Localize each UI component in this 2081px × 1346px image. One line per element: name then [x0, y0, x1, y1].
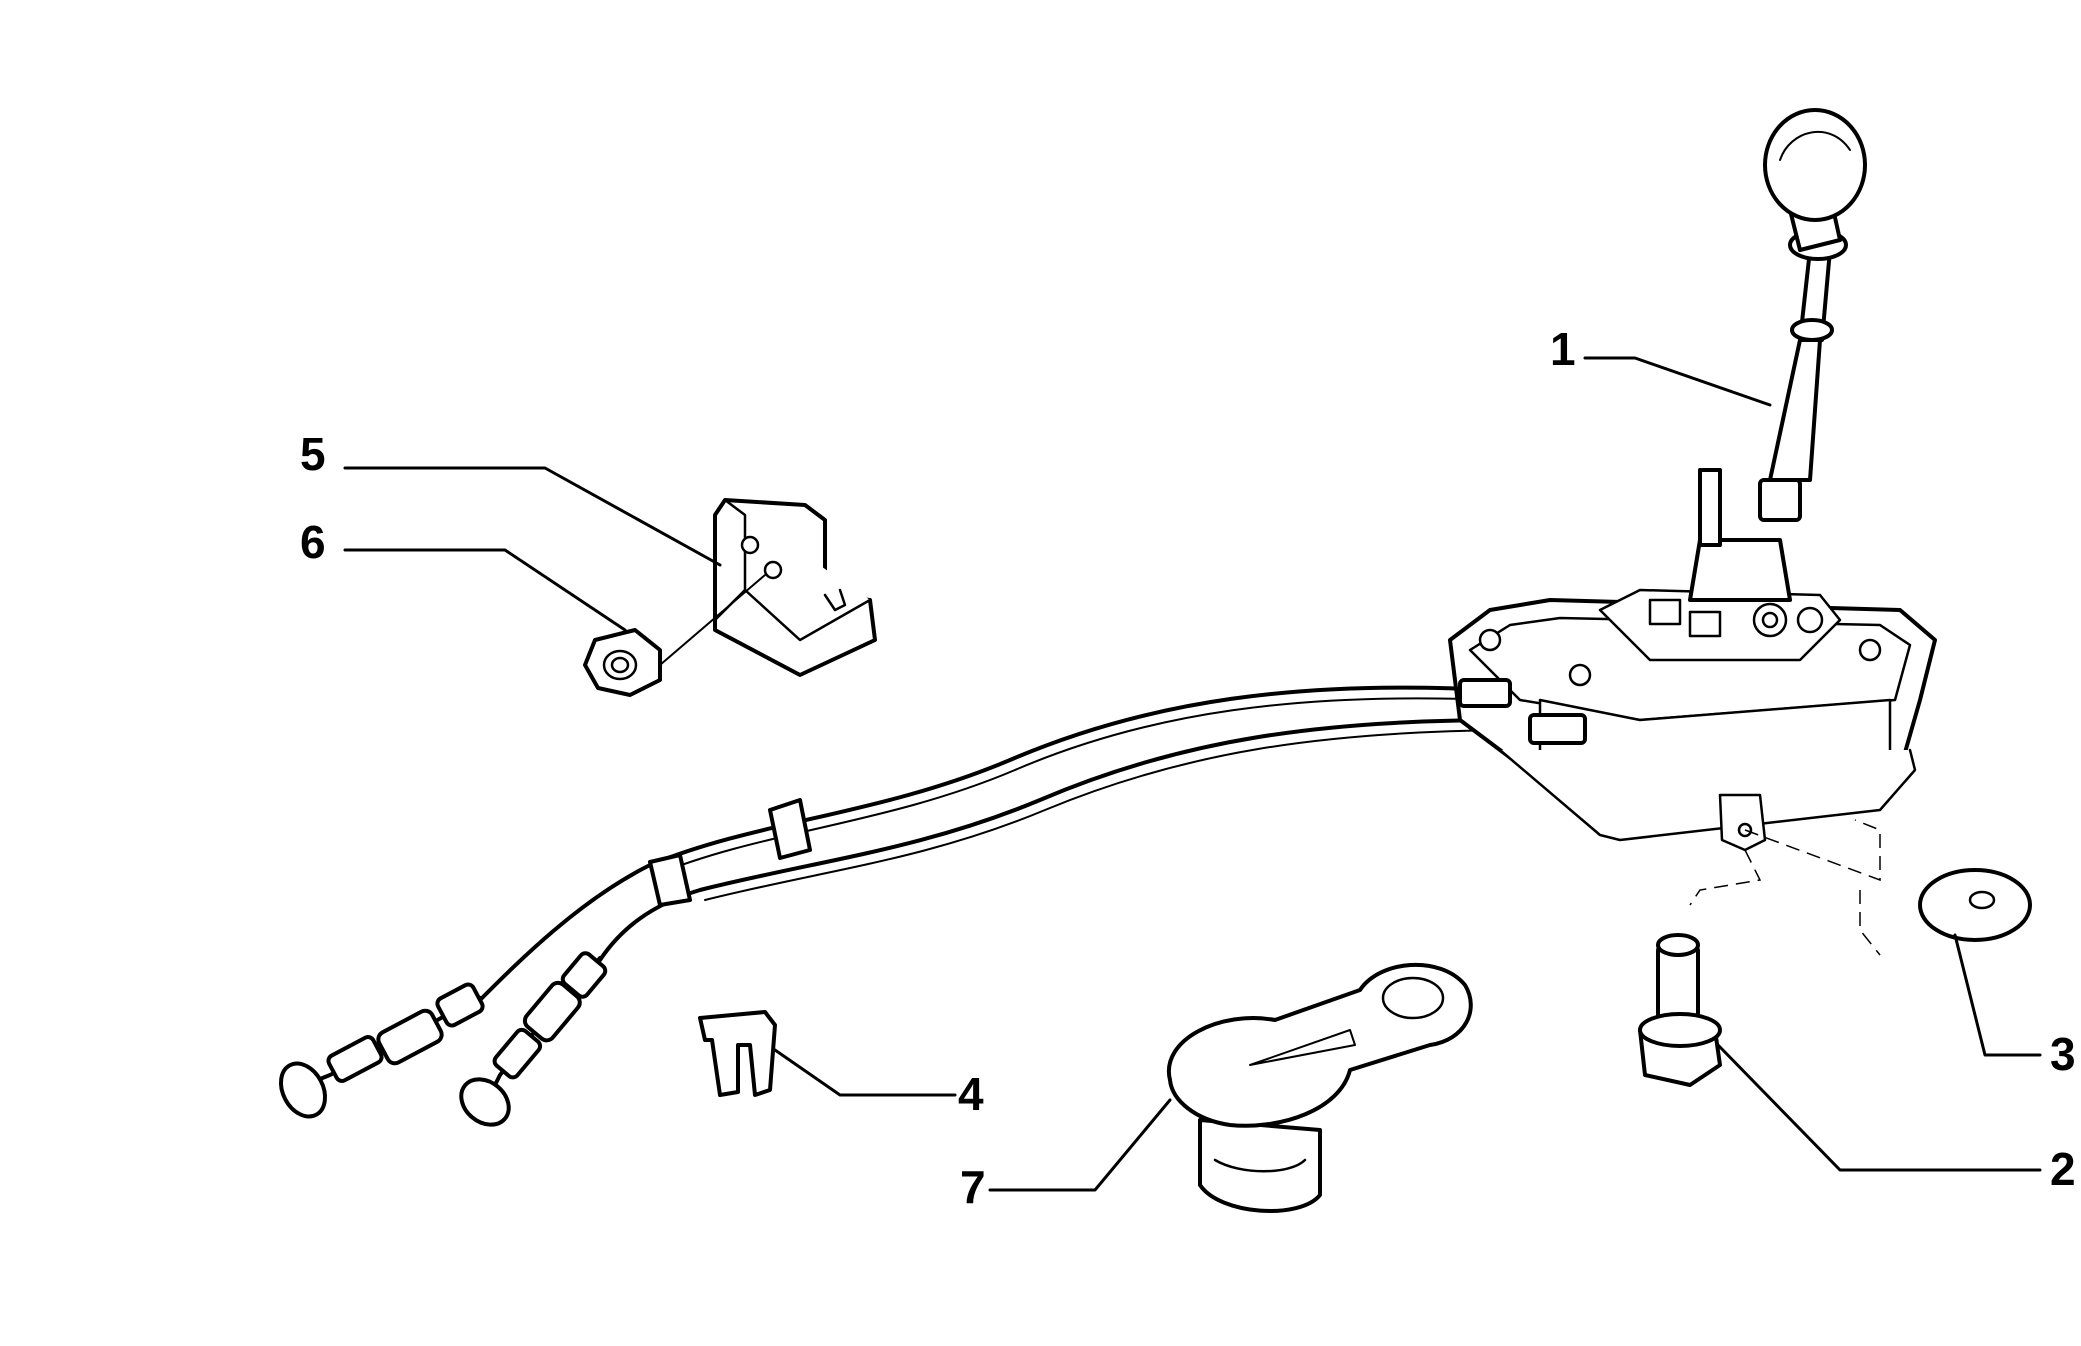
leader-line-7 — [988, 1098, 1172, 1192]
leader-line-3 — [1953, 933, 2042, 1057]
grommet-plug: 7 — [960, 963, 1473, 1213]
shift-cables — [278, 685, 1507, 1127]
callout-1: 1 — [1550, 323, 1576, 375]
leader-line-4 — [773, 1048, 957, 1097]
bolt: 2 — [1638, 933, 2076, 1195]
leader-line-2 — [1716, 1043, 2042, 1172]
clip: 4 — [698, 1010, 984, 1120]
leader-line-5 — [343, 466, 722, 567]
mounting-bracket: 5 — [300, 428, 877, 677]
callout-3: 3 — [2050, 1028, 2076, 1080]
callout-2: 2 — [2050, 1143, 2076, 1195]
leader-line-6 — [343, 548, 627, 632]
flange-nut: 6 — [300, 516, 766, 697]
callout-7: 7 — [960, 1161, 986, 1213]
gear-knob — [1763, 108, 1867, 222]
lever-housing — [1448, 588, 1937, 852]
callout-6: 6 — [300, 516, 326, 568]
washer: 3 — [1918, 868, 2076, 1080]
gear-lever-assembly: 1 — [278, 108, 1937, 1127]
callout-5: 5 — [300, 428, 326, 480]
shift-lever — [1688, 108, 1867, 602]
callout-4: 4 — [958, 1068, 984, 1120]
leader-line-1 — [1583, 356, 1772, 407]
assembly-guide-lines — [1689, 819, 1881, 956]
